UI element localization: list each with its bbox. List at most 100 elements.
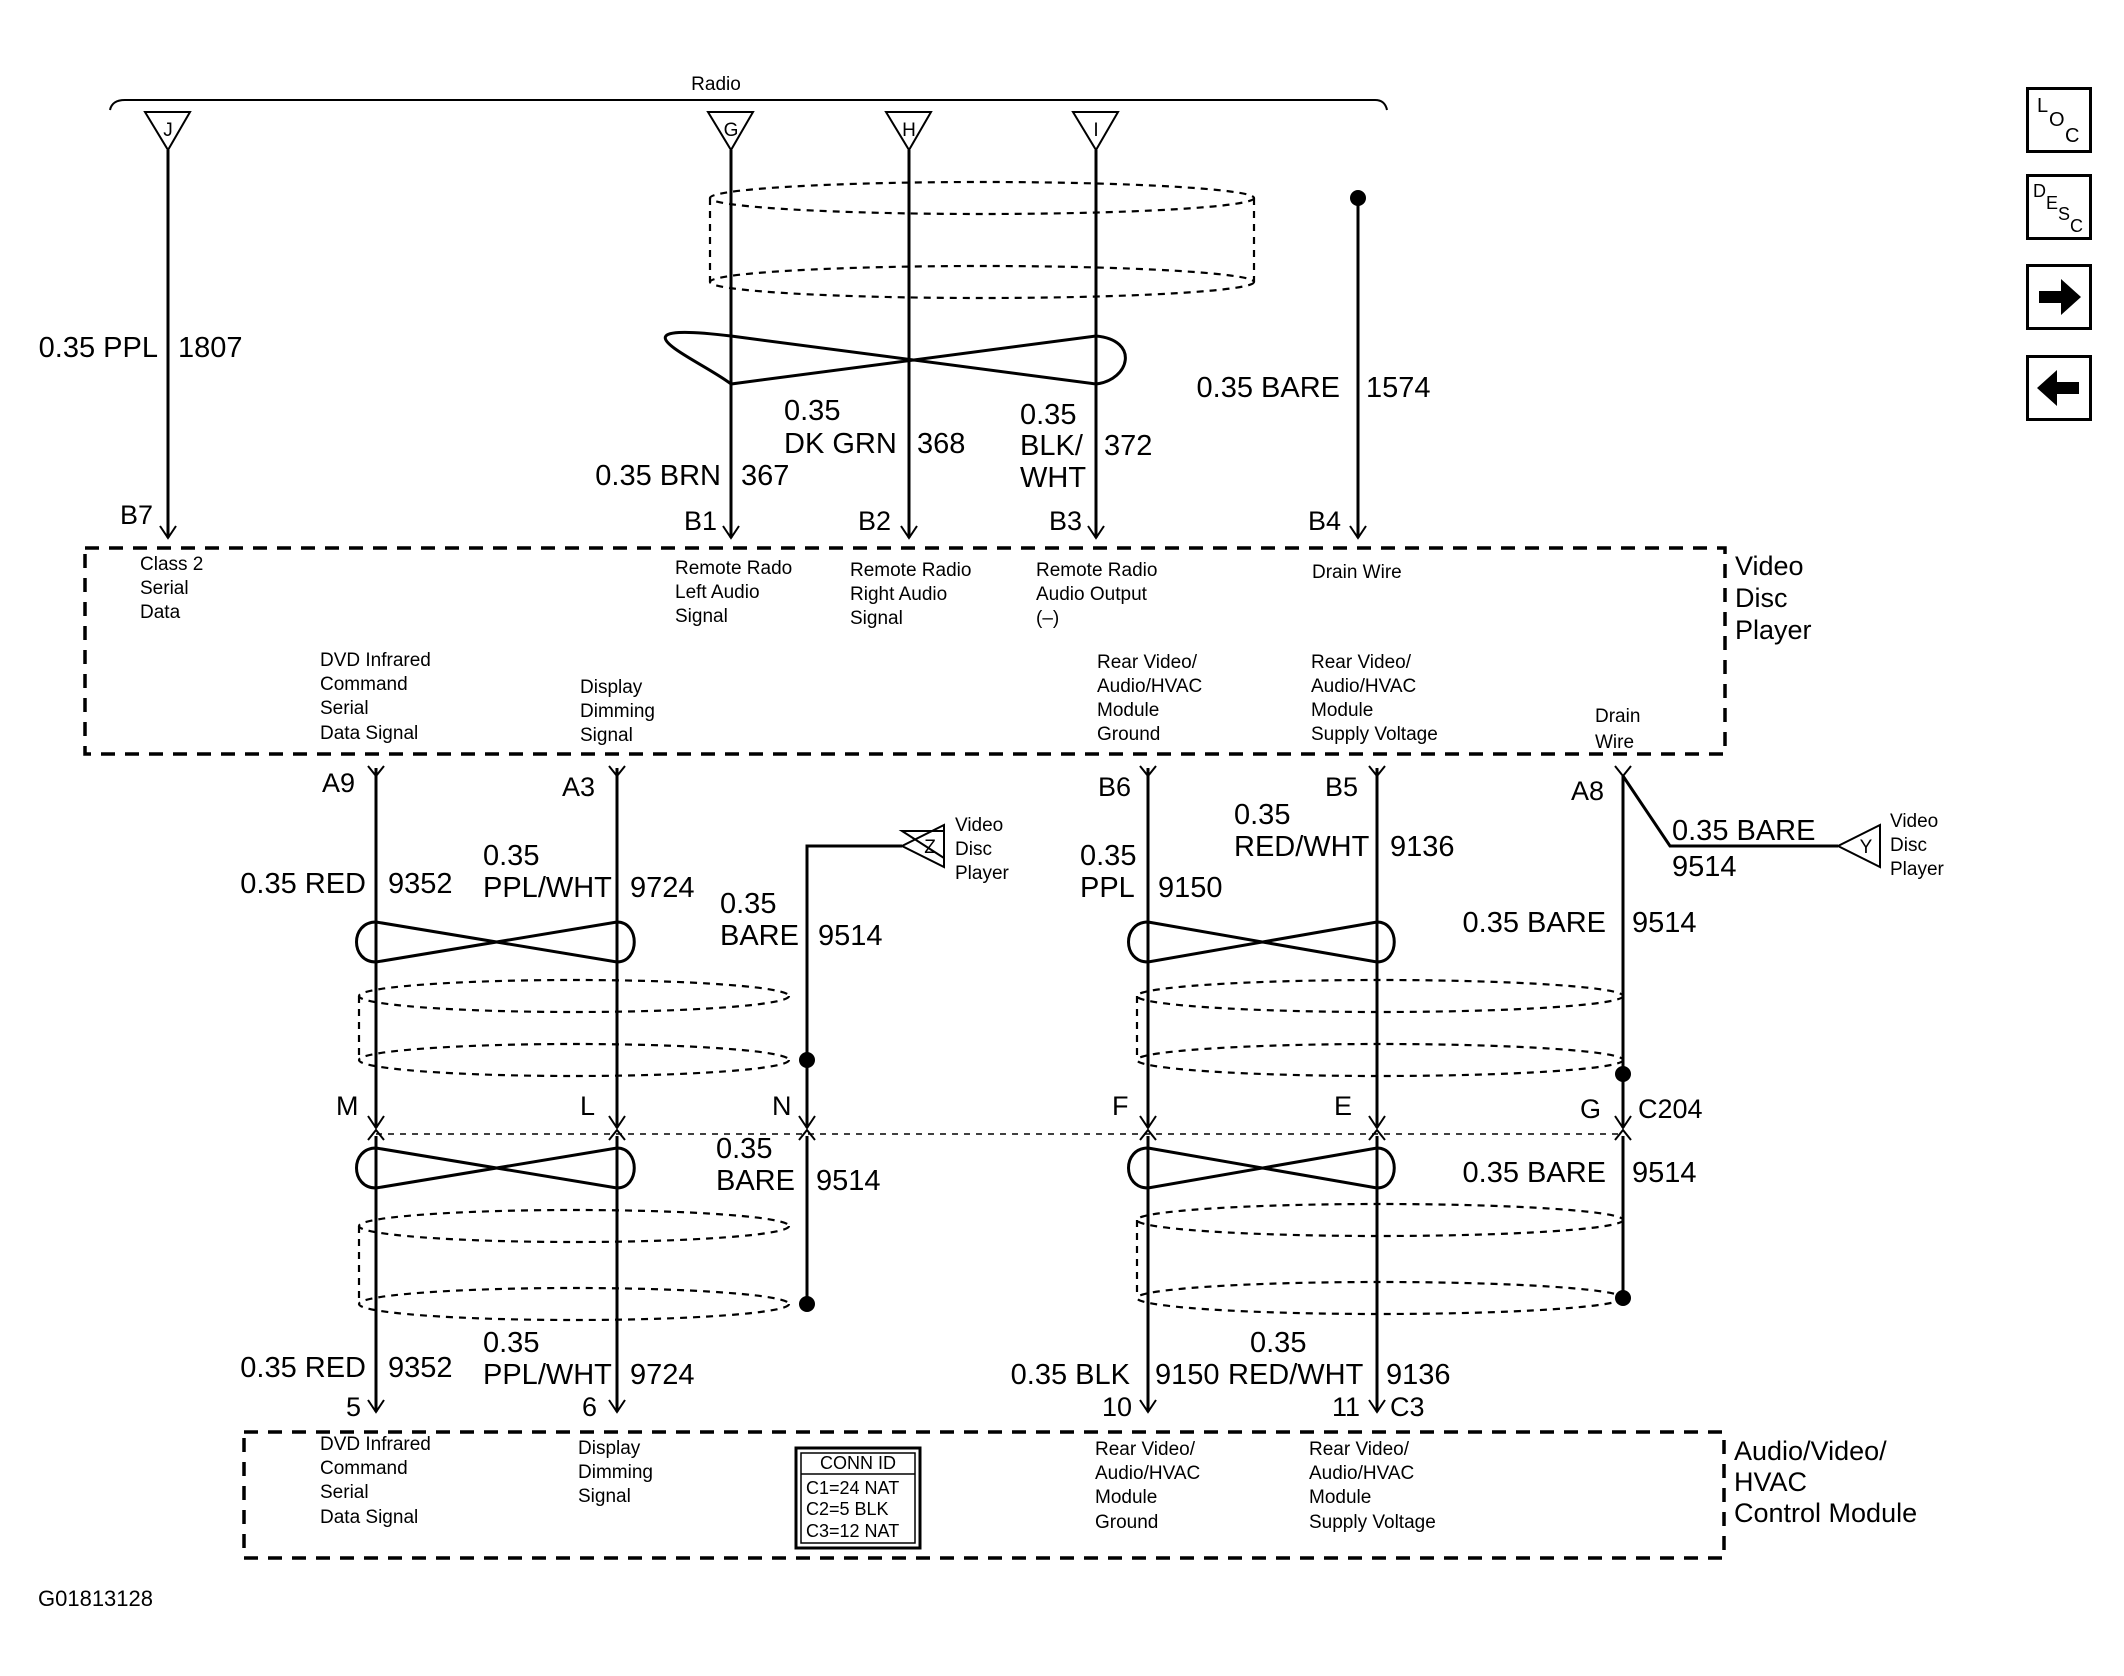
offpage-connector-z[interactable]: Z Video Disc Player (898, 815, 1010, 884)
svg-text:Video: Video (1890, 811, 1938, 832)
svg-text:DVD Infrared: DVD Infrared (320, 1434, 431, 1455)
next-page-button[interactable] (2026, 264, 2092, 330)
avhcm-pin-10: 10 (1102, 1392, 1132, 1422)
svg-text:BARE: BARE (716, 1165, 795, 1197)
svg-text:Rear Video/: Rear Video/ (1097, 652, 1198, 673)
svg-text:9514: 9514 (818, 920, 883, 952)
vdp-pin-b3: B3 Remote Radio Audio Output (–) (1036, 506, 1157, 629)
offpage-connector-g[interactable]: G (706, 111, 755, 152)
svg-text:9724: 9724 (630, 1359, 695, 1391)
svg-text:Module: Module (1095, 1487, 1157, 1508)
radio-bracket: Radio (109, 74, 1388, 111)
shield-upper-left (357, 978, 791, 1078)
svg-text:Audio/Video/: Audio/Video/ (1734, 1436, 1887, 1466)
svg-text:WHT: WHT (1020, 462, 1086, 494)
svg-text:DK GRN: DK GRN (784, 428, 897, 460)
svg-text:Signal: Signal (850, 608, 903, 629)
svg-text:Right Audio: Right Audio (850, 584, 947, 605)
offpage-connector-y[interactable]: Y Video Disc Player (1835, 811, 1945, 880)
svg-text:Rear Video/: Rear Video/ (1309, 1439, 1410, 1460)
svg-text:Signal: Signal (675, 606, 728, 627)
svg-text:0.35 RED: 0.35 RED (240, 868, 366, 900)
svg-text:Command: Command (320, 674, 408, 695)
svg-text:Audio/HVAC: Audio/HVAC (1309, 1463, 1414, 1484)
svg-text:J: J (163, 120, 173, 141)
vdp-pin-b6: B6 (1098, 772, 1131, 802)
svg-text:1574: 1574 (1366, 372, 1431, 404)
prev-page-button[interactable] (2026, 355, 2092, 421)
svg-text:9514: 9514 (816, 1165, 881, 1197)
svg-text:0.35 BARE: 0.35 BARE (1197, 372, 1340, 404)
twisted-pair-lower-left (355, 1146, 636, 1190)
svg-text:0.35: 0.35 (716, 1133, 772, 1165)
svg-text:Supply Voltage: Supply Voltage (1311, 724, 1438, 745)
svg-text:372: 372 (1104, 430, 1152, 462)
avhcm-desc-6: Display Dimming Signal (578, 1438, 653, 1507)
wire-1574-drain: 0.35 BARE 1574 (1197, 190, 1431, 540)
svg-text:(–): (–) (1036, 608, 1059, 629)
twisted-pair-upper-right (1127, 920, 1396, 964)
svg-text:9514: 9514 (1632, 907, 1697, 939)
twisted-pair-lower-right (1127, 1146, 1396, 1190)
avhcm-desc-5: DVD Infrared Command Serial Data Signal (320, 1434, 431, 1528)
radio-label: Radio (691, 74, 741, 95)
svg-text:Remote Rado: Remote Rado (675, 558, 792, 579)
svg-text:Disc: Disc (955, 839, 992, 860)
svg-text:C: C (2070, 216, 2083, 236)
svg-text:Signal: Signal (580, 725, 633, 746)
svg-text:B3: B3 (1049, 506, 1082, 536)
svg-text:H: H (902, 120, 916, 141)
svg-text:C1=24 NAT: C1=24 NAT (806, 1478, 899, 1498)
svg-text:B4: B4 (1308, 506, 1341, 536)
offpage-connector-j[interactable]: J (143, 111, 192, 152)
c204-cavity-f: F (1112, 1091, 1129, 1121)
wire-9514-z: 0.35 BARE 9514 (720, 844, 902, 1130)
svg-text:Class 2: Class 2 (140, 554, 203, 575)
wire-9352-lower: 0.35 RED 9352 (240, 1136, 453, 1414)
svg-text:Control Module: Control Module (1734, 1498, 1917, 1528)
figure-id: G01813128 (38, 1586, 153, 1611)
loc-button[interactable]: L O C (2026, 87, 2092, 153)
svg-text:Data Signal: Data Signal (320, 723, 418, 744)
svg-text:0.35: 0.35 (1080, 840, 1136, 872)
wire-9136-upper: 0.35 RED/WHT 9136 (1234, 765, 1455, 1130)
svg-text:Rear Video/: Rear Video/ (1095, 1439, 1196, 1460)
vdp-pin-b4: B4 Drain Wire (1308, 506, 1402, 583)
svg-text:RED/WHT: RED/WHT (1228, 1359, 1364, 1391)
offpage-connector-i[interactable]: I (1071, 111, 1120, 152)
svg-text:9352: 9352 (388, 868, 453, 900)
svg-text:9136: 9136 (1390, 831, 1455, 863)
svg-text:Module: Module (1311, 700, 1373, 721)
avhcm-desc-11: Rear Video/ Audio/HVAC Module Supply Vol… (1309, 1439, 1436, 1533)
svg-text:RED/WHT: RED/WHT (1234, 831, 1370, 863)
shield-lower-left (357, 1208, 791, 1322)
svg-text:S: S (2058, 204, 2070, 224)
svg-text:Audio/HVAC: Audio/HVAC (1311, 676, 1416, 697)
wire-9150-upper: 0.35 PPL 9150 (1080, 765, 1223, 1130)
wire-1807: 0.35 PPL 1807 (39, 150, 243, 540)
desc-button[interactable]: D E S C (2026, 174, 2092, 240)
svg-text:0.35 RED: 0.35 RED (240, 1352, 366, 1384)
conn-id-table: CONN ID C1=24 NAT C2=5 BLK C3=12 NAT (794, 1446, 922, 1550)
vdp-desc-a8: Drain Wire (1595, 706, 1640, 753)
wire-372: 0.35 BLK/ WHT 372 (1020, 150, 1152, 540)
vdp-pin-a8: A8 (1571, 776, 1604, 806)
svg-text:367: 367 (741, 460, 789, 492)
wire-9514-n: 0.35 BARE 9514 (716, 1133, 881, 1312)
wire-9136-lower: 0.35 RED/WHT 9136 (1228, 1136, 1451, 1414)
svg-text:Ground: Ground (1097, 724, 1160, 745)
wire-9150-lower: 0.35 BLK 9150 (1011, 1136, 1220, 1414)
svg-text:0.35 PPL: 0.35 PPL (39, 332, 158, 364)
svg-text:Ground: Ground (1095, 1512, 1158, 1533)
svg-text:Remote Radio: Remote Radio (1036, 560, 1157, 581)
svg-text:9136: 9136 (1386, 1359, 1451, 1391)
c204-cavity-n: N (772, 1091, 792, 1121)
svg-text:0.35 BLK: 0.35 BLK (1011, 1359, 1131, 1391)
c204-cavity-e: E (1334, 1091, 1352, 1121)
offpage-connector-h[interactable]: H (884, 111, 933, 152)
top-twisted-pair (663, 330, 1127, 386)
svg-text:HVAC: HVAC (1734, 1467, 1807, 1497)
svg-text:Dimming: Dimming (580, 701, 655, 722)
wire-9514-y: 0.35 BARE 9514 (1621, 775, 1838, 883)
